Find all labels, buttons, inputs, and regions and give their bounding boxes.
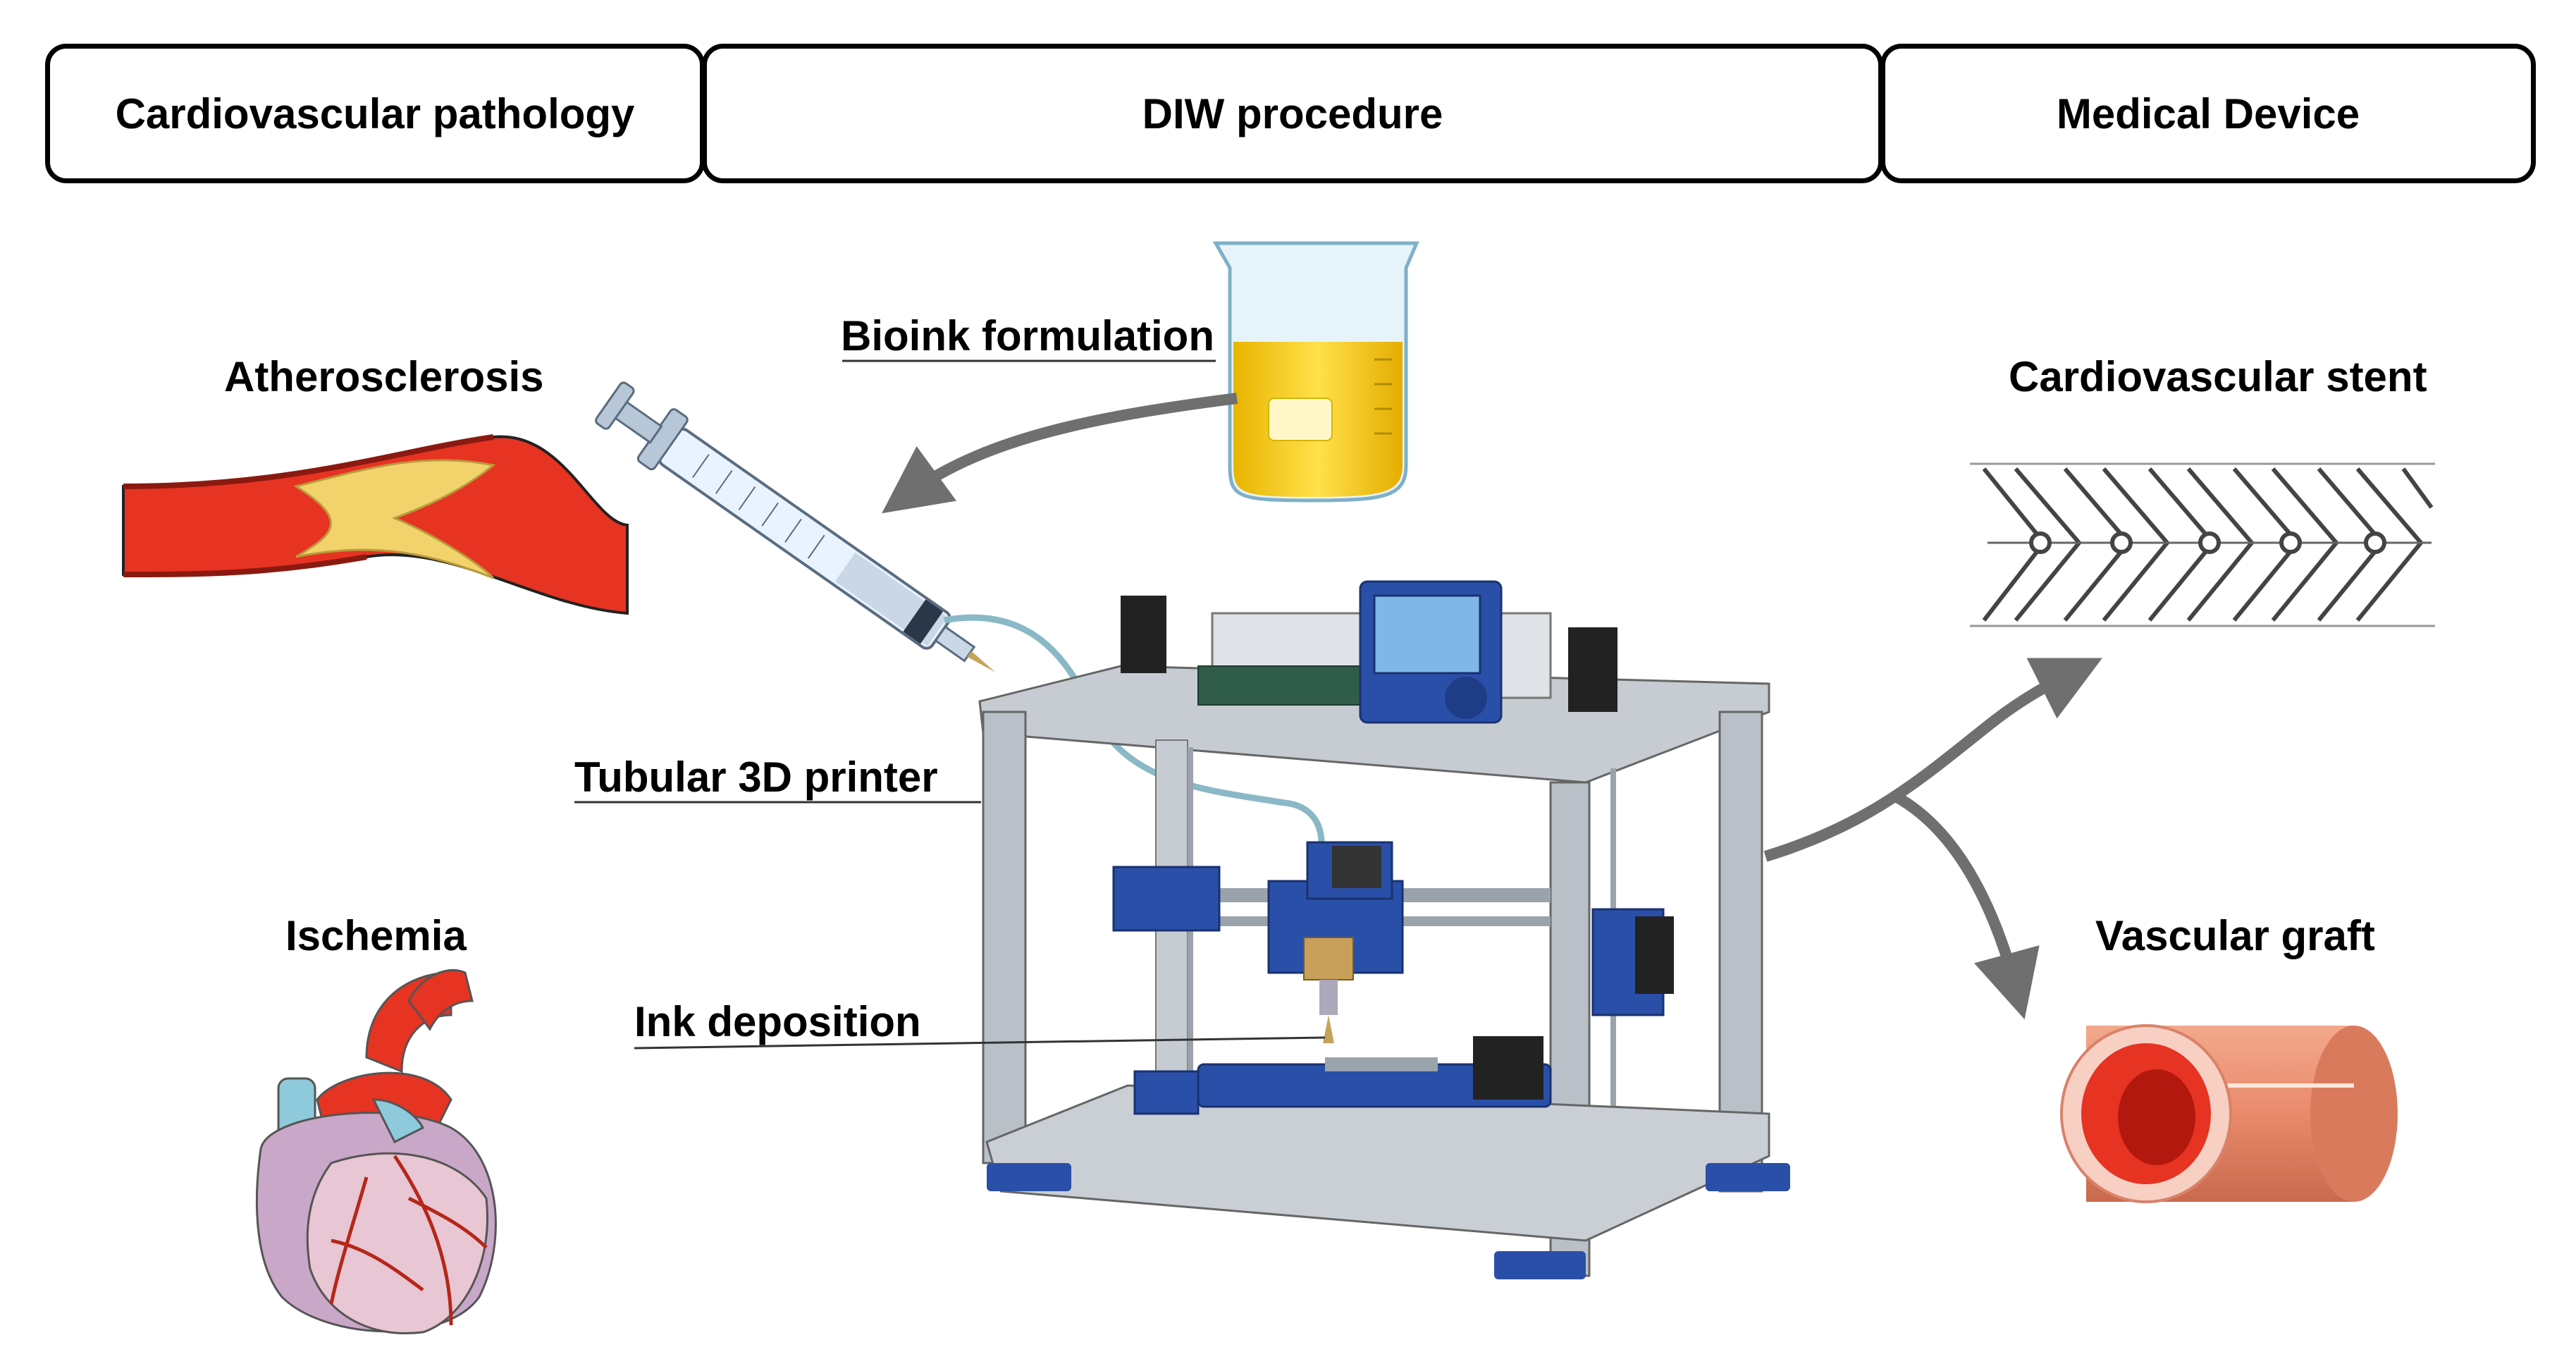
ischemia-heart-icon xyxy=(255,968,497,1334)
label-tubular-3d-printer: Tubular 3D printer xyxy=(574,754,938,801)
header-diw-procedure: DIW procedure xyxy=(702,44,1883,183)
header-medical-device: Medical Device xyxy=(1880,44,2536,183)
arrow-printer-to-devices xyxy=(1763,658,2102,1020)
leader-deposition xyxy=(634,1036,1326,1050)
arrow-bioink-to-syringe xyxy=(882,393,1238,514)
bioink-tube xyxy=(944,614,1325,868)
syringe-icon xyxy=(595,381,996,672)
header-cardiovascular-pathology: Cardiovascular pathology xyxy=(45,44,705,183)
bioink-beaker-icon xyxy=(1212,241,1419,503)
label-atherosclerosis: Atherosclerosis xyxy=(224,353,544,400)
cardiovascular-stent-icon xyxy=(1970,462,2435,627)
label-ink-deposition: Ink deposition xyxy=(634,998,921,1045)
label-vascular-graft: Vascular graft xyxy=(2095,912,2375,959)
label-cardiovascular-stent: Cardiovascular stent xyxy=(2009,353,2427,400)
vascular-graft-icon xyxy=(2060,1024,2398,1203)
atherosclerosis-artery-icon xyxy=(122,434,629,615)
label-bioink-formulation: Bioink formulation xyxy=(841,312,1214,359)
label-ischemia: Ischemia xyxy=(285,912,467,959)
tubular-3d-printer-icon xyxy=(978,580,1790,1279)
